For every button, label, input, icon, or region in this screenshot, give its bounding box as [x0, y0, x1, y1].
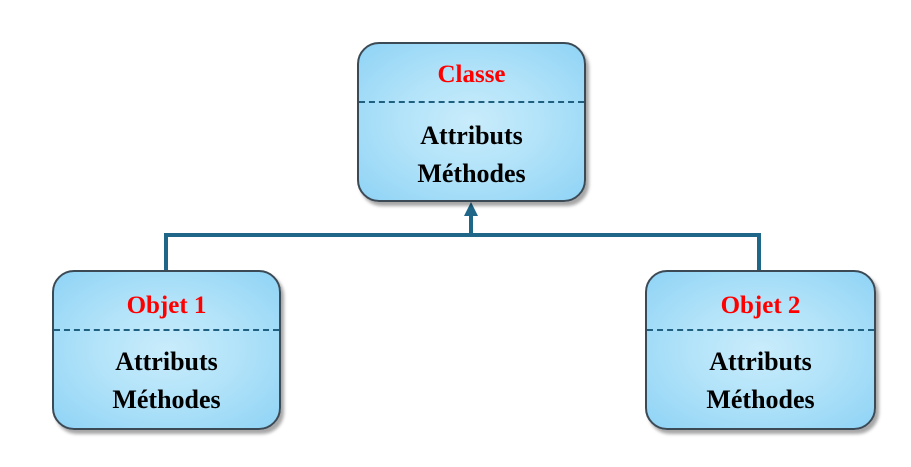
class-methods-label: Méthodes [417, 159, 526, 188]
connector-object-2 [471, 233, 761, 270]
object-1-attributes-label: Attributs [115, 347, 218, 376]
class-title: Classe [437, 61, 506, 88]
object-2-separator [647, 329, 874, 331]
class-box: Classe Attributs Méthodes [357, 42, 586, 202]
object-1-separator [54, 329, 279, 331]
object-1-methods-label: Méthodes [112, 385, 221, 414]
object-2-methods-label: Méthodes [706, 385, 815, 414]
object-1-title: Objet 1 [126, 292, 207, 319]
object-2-members: Attributs Méthodes [647, 343, 874, 419]
connector-object-1 [164, 233, 471, 270]
class-attributes-label: Attributs [420, 121, 523, 150]
class-separator [359, 101, 584, 103]
object-2-attributes-label: Attributs [709, 347, 812, 376]
object-2-title: Objet 2 [720, 292, 801, 319]
arrowhead-icon [464, 202, 478, 216]
object-1-box: Objet 1 Attributs Méthodes [52, 270, 281, 430]
object-2-box: Objet 2 Attributs Méthodes [645, 270, 876, 430]
class-members: Attributs Méthodes [359, 117, 584, 193]
object-1-members: Attributs Méthodes [54, 343, 279, 419]
